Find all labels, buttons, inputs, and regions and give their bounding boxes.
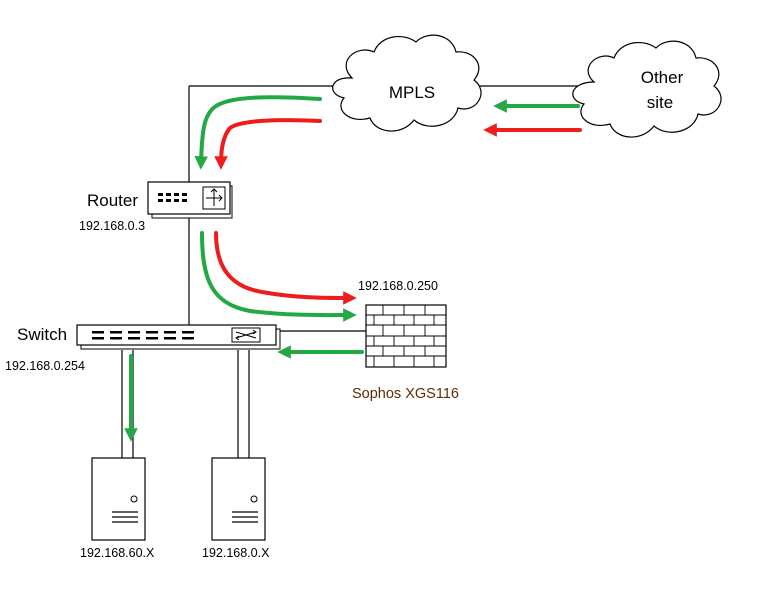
switch-arrows-icon bbox=[231, 327, 261, 343]
arrow-green-mpls-to-router bbox=[194, 95, 322, 170]
arrow-red-router-to-firewall bbox=[214, 231, 357, 305]
other-site-cloud: Other site bbox=[572, 40, 722, 138]
traffic-arrows bbox=[124, 95, 582, 442]
router-ports-icon bbox=[158, 193, 187, 202]
server-right: 192.168.0.X bbox=[202, 457, 270, 560]
firewall-ip: 192.168.0.250 bbox=[358, 279, 438, 293]
switch-ip: 192.168.0.254 bbox=[5, 359, 85, 373]
firewall-device: 192.168.0.250 Sophos XGS116 bbox=[352, 279, 459, 402]
switch-device: Switch 192.168.0.254 bbox=[5, 324, 281, 373]
mpls-label: MPLS bbox=[389, 83, 435, 102]
server-left: 192.168.60.X bbox=[80, 457, 155, 560]
other-site-label-line1: Other bbox=[641, 68, 684, 87]
switch-ports-icon bbox=[92, 331, 194, 340]
server-right-ip: 192.168.0.X bbox=[202, 546, 270, 560]
arrow-red-mpls-to-router bbox=[214, 118, 322, 170]
router-arrows-icon bbox=[202, 186, 226, 210]
firewall-label: Sophos XGS116 bbox=[352, 386, 459, 402]
mpls-cloud: MPLS bbox=[332, 34, 482, 132]
router-device: Router 192.168.0.3 bbox=[79, 181, 233, 233]
switch-label: Switch bbox=[17, 325, 67, 344]
router-ip: 192.168.0.3 bbox=[79, 219, 145, 233]
other-site-label-line2: site bbox=[647, 93, 673, 112]
connection-lines bbox=[121, 85, 588, 458]
arrow-green-router-to-firewall bbox=[200, 231, 357, 322]
server-left-ip: 192.168.60.X bbox=[80, 546, 155, 560]
router-label: Router bbox=[87, 191, 138, 210]
